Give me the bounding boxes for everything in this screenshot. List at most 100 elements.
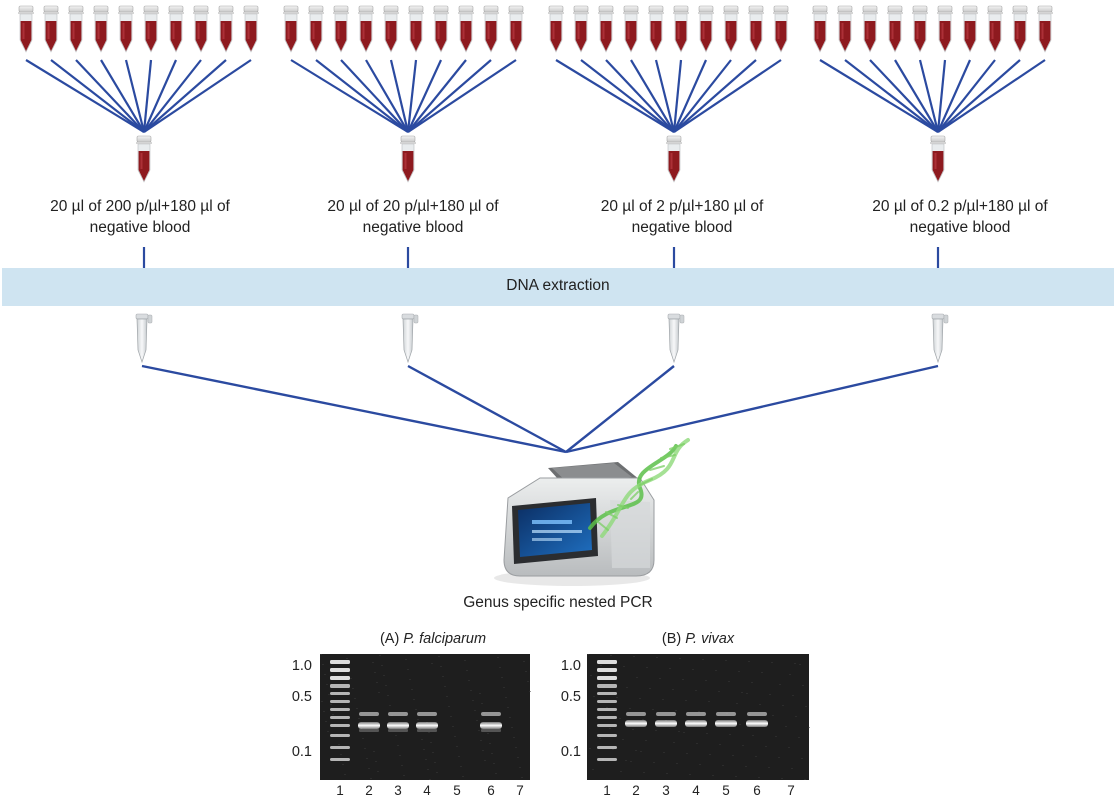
caption-line: negative blood bbox=[362, 219, 464, 236]
connector-line bbox=[75, 59, 145, 133]
gel-band bbox=[481, 712, 501, 716]
blood-sample-tube bbox=[812, 5, 828, 53]
lane-label: 7 bbox=[516, 783, 524, 798]
connector-line bbox=[407, 364, 567, 454]
size-marker-label: 1.0 bbox=[560, 658, 581, 674]
pooled-sample-tube bbox=[400, 135, 416, 183]
blood-sample-tube bbox=[548, 5, 564, 53]
gel-background bbox=[587, 654, 809, 780]
lane-label: 6 bbox=[487, 783, 495, 798]
connector-line bbox=[672, 59, 708, 133]
caption-line: 20 µl of 200 p/µl+180 µl of bbox=[50, 198, 230, 215]
gel-band bbox=[716, 712, 736, 716]
connector-line bbox=[672, 59, 683, 133]
connector-line bbox=[819, 59, 939, 133]
connector-line bbox=[565, 365, 675, 453]
connector-line bbox=[124, 59, 146, 133]
pooled-sample-tube bbox=[136, 135, 152, 183]
caption-line: negative blood bbox=[89, 219, 191, 236]
blood-sample-tube bbox=[673, 5, 689, 53]
ladder-band bbox=[597, 734, 617, 737]
connector-line bbox=[290, 59, 409, 133]
lane-label: 4 bbox=[423, 783, 431, 798]
extracted-dna-tubes bbox=[135, 313, 949, 364]
connector-line bbox=[936, 59, 972, 133]
ladder-band bbox=[597, 724, 617, 727]
connector-line bbox=[673, 59, 757, 133]
extracted-dna-tube bbox=[667, 313, 685, 364]
lane-label: 4 bbox=[692, 783, 700, 798]
gel-band bbox=[686, 712, 706, 716]
connector-line bbox=[340, 59, 409, 133]
sample-tubes bbox=[18, 5, 1053, 183]
connector-line bbox=[315, 59, 409, 133]
blood-sample-tube bbox=[118, 5, 134, 53]
blood-sample-tube bbox=[748, 5, 764, 53]
connector-line bbox=[654, 59, 676, 133]
gel-band bbox=[715, 720, 737, 727]
pooled-sample-tube bbox=[930, 135, 946, 183]
blood-sample-tube bbox=[243, 5, 259, 53]
gel-band bbox=[417, 712, 437, 716]
pcr-label: Genus specific nested PCR bbox=[463, 594, 653, 611]
dna-helix-icon bbox=[588, 438, 690, 538]
connector-line bbox=[937, 59, 1046, 133]
group-caption-2: 20 µl of 2 p/µl+180 µl of negative blood bbox=[542, 196, 822, 238]
ladder-band bbox=[330, 692, 350, 695]
lane-label: 3 bbox=[394, 783, 402, 798]
size-marker-label: 0.1 bbox=[560, 744, 581, 760]
connector-line bbox=[407, 59, 517, 133]
ladder-band bbox=[330, 734, 350, 737]
gel-band bbox=[626, 712, 646, 716]
blood-sample-tube bbox=[698, 5, 714, 53]
blood-sample-tube bbox=[1012, 5, 1028, 53]
connector-line bbox=[141, 364, 567, 454]
blood-sample-tube bbox=[648, 5, 664, 53]
gel-title-prefix: (A) bbox=[379, 631, 404, 647]
connector-line bbox=[844, 59, 939, 133]
lane-label: 7 bbox=[787, 783, 795, 798]
caption-line: 20 µl of 20 p/µl+180 µl of bbox=[327, 198, 499, 215]
blood-sample-tube bbox=[408, 5, 424, 53]
blood-sample-tube bbox=[987, 5, 1003, 53]
ladder-band bbox=[330, 758, 350, 761]
connector-line bbox=[918, 59, 940, 133]
caption-line: 20 µl of 2 p/µl+180 µl of bbox=[600, 198, 764, 215]
ladder-band bbox=[597, 676, 617, 680]
caption-line: negative blood bbox=[631, 219, 733, 236]
blood-sample-tube bbox=[193, 5, 209, 53]
extracted-dna-tube bbox=[401, 313, 419, 364]
gel-title-vivax: (B) P. vivax bbox=[586, 631, 810, 647]
ladder-band bbox=[330, 660, 350, 664]
gel-title-prefix: (B) bbox=[661, 631, 686, 647]
pooled-sample-tube bbox=[666, 135, 682, 183]
size-marker-label: 0.1 bbox=[291, 744, 312, 760]
gel-band bbox=[656, 712, 676, 716]
connector-line bbox=[673, 59, 732, 133]
connector-line bbox=[580, 59, 675, 133]
connector-line bbox=[630, 59, 675, 133]
blood-sample-tube bbox=[912, 5, 928, 53]
ladder-band bbox=[597, 746, 617, 749]
connector-line bbox=[143, 59, 202, 133]
connector-line bbox=[605, 59, 675, 133]
blood-sample-tube bbox=[887, 5, 903, 53]
extracted-dna-tube bbox=[931, 313, 949, 364]
lane-label: 2 bbox=[365, 783, 373, 798]
gel-band bbox=[359, 712, 379, 716]
blood-sample-tube bbox=[623, 5, 639, 53]
connector-line bbox=[673, 59, 782, 133]
size-marker-label: 0.5 bbox=[560, 689, 581, 705]
gel-background bbox=[320, 654, 530, 780]
blood-sample-tube bbox=[962, 5, 978, 53]
ladder-band bbox=[330, 676, 350, 680]
blood-sample-tube bbox=[773, 5, 789, 53]
ladder-band bbox=[597, 668, 617, 672]
blood-sample-tube bbox=[93, 5, 109, 53]
blood-sample-tube bbox=[723, 5, 739, 53]
connector-line bbox=[25, 59, 145, 133]
gel-band bbox=[746, 720, 768, 727]
blood-sample-tube bbox=[143, 5, 159, 53]
pcr-machine-illustration bbox=[494, 462, 655, 586]
connector-line bbox=[869, 59, 939, 133]
